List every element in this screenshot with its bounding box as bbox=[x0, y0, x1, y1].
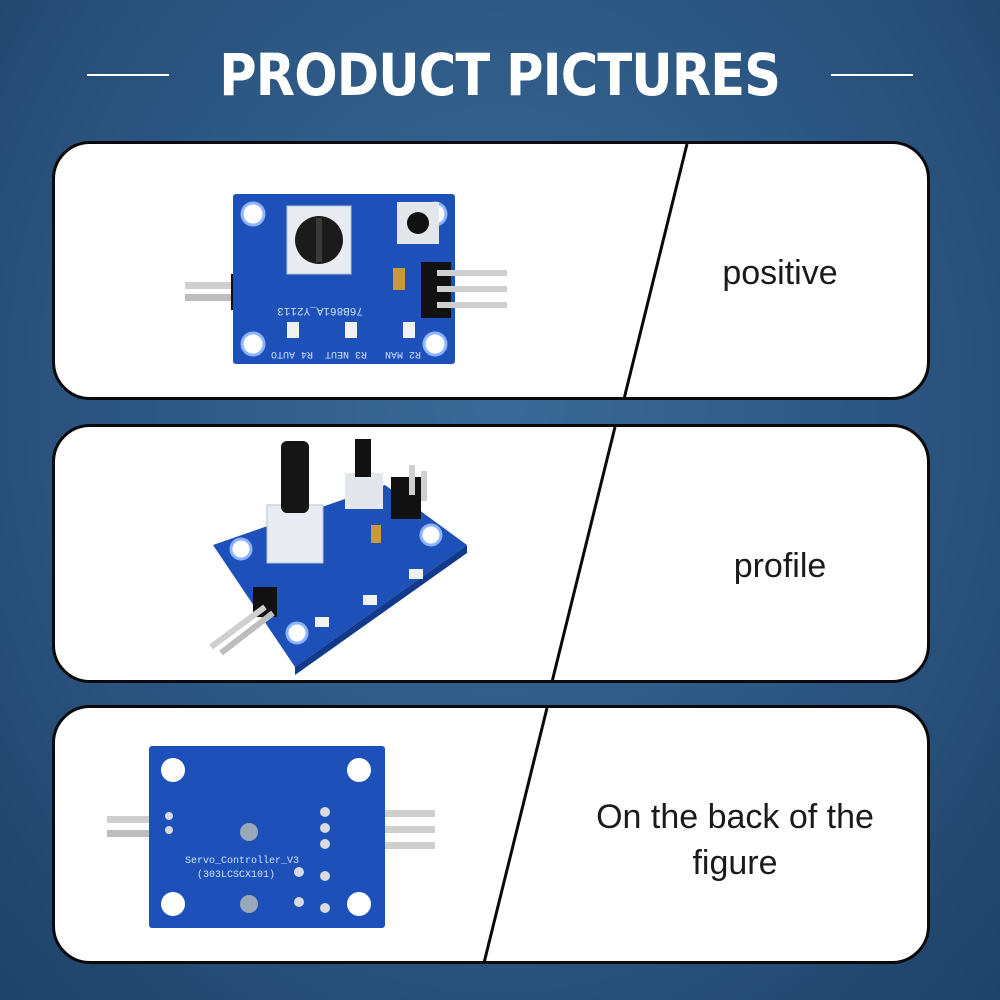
title-line-left bbox=[87, 74, 170, 76]
card-positive: 76B861A_Y2113 R4 AUTO R3 NEUT R2 MAN pos… bbox=[52, 141, 930, 400]
label-back: On the back of the figure bbox=[596, 798, 874, 882]
page-title: PRODUCT PICTURES bbox=[219, 41, 782, 109]
pcb-front-image: 76B861A_Y2113 R4 AUTO R3 NEUT R2 MAN bbox=[185, 194, 507, 364]
card-divider bbox=[622, 144, 689, 397]
card-profile: profile bbox=[52, 424, 930, 683]
card-divider bbox=[482, 708, 549, 961]
card-divider bbox=[550, 427, 617, 680]
title-row: PRODUCT PICTURES bbox=[0, 30, 1000, 120]
pcb-back-code: (303LCSCX101) bbox=[197, 869, 275, 881]
pcb-label-auto: R4 AUTO bbox=[271, 348, 313, 359]
pcb-label-man: R2 MAN bbox=[385, 348, 421, 359]
pcb-part-number: 76B861A_Y2113 bbox=[277, 304, 363, 316]
title-line-right bbox=[830, 74, 913, 76]
pcb-profile-image bbox=[209, 439, 467, 675]
pcb-label-neut: R3 NEUT bbox=[325, 348, 367, 359]
card-back: Servo_Controller_V3 (303LCSCX101) On the… bbox=[52, 705, 930, 964]
label-positive: positive bbox=[722, 254, 838, 292]
label-profile: profile bbox=[733, 547, 827, 585]
pcb-back-title: Servo_Controller_V3 bbox=[185, 855, 299, 867]
pcb-back-image: Servo_Controller_V3 (303LCSCX101) bbox=[107, 746, 435, 928]
